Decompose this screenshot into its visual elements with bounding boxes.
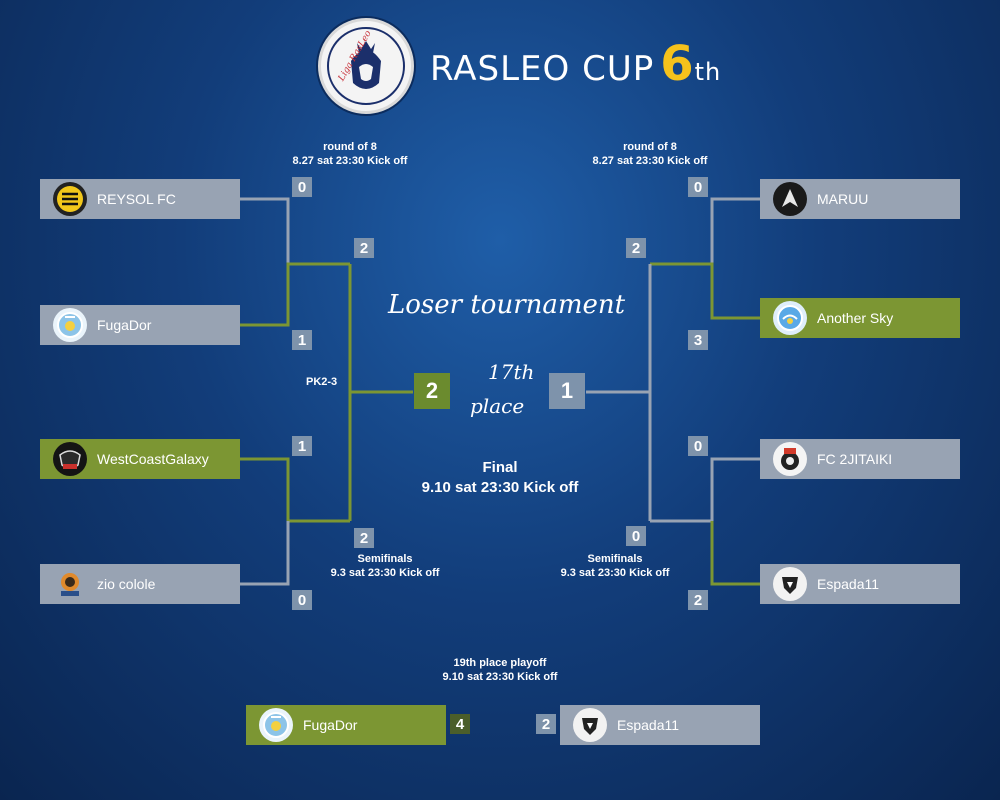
score-westcoastgalaxy: 1 [292, 436, 312, 456]
bracket-line [240, 262, 350, 327]
zio-colole-crest-icon [53, 567, 87, 601]
playoff-score-home: 4 [450, 714, 470, 734]
right-semi-score-top: 2 [626, 238, 646, 258]
team-name: zio colole [97, 576, 156, 592]
team-name: Another Sky [817, 310, 894, 326]
right-final-score: 1 [549, 373, 585, 409]
team-card-espada11[interactable]: Espada11 [760, 564, 960, 604]
team-card-fc-2jitaiki[interactable]: FC 2JITAIKI [760, 439, 960, 479]
score-fc-2jitaiki: 0 [688, 436, 708, 456]
reysol-crest-icon [53, 182, 87, 216]
team-name: FugaDor [303, 717, 358, 733]
team-name: REYSOL FC [97, 191, 176, 207]
fc-2jitaiki-crest-icon [773, 442, 807, 476]
fugador-crest-icon [259, 708, 293, 742]
bracket-line [240, 521, 290, 586]
playoff-team-card-fugador[interactable]: FugaDor [246, 705, 446, 745]
edition-suffix: th [694, 58, 722, 86]
loser-tournament-title: Loser tournament [388, 290, 626, 320]
bracket-line [650, 457, 760, 523]
bracket-line [650, 262, 760, 320]
right-semi-score-bottom: 0 [626, 526, 646, 546]
place-label: 17th place [470, 360, 535, 418]
team-card-zio-colole[interactable]: zio colole [40, 564, 240, 604]
pk-note: PK2-3 [306, 376, 338, 388]
bracket-line [240, 197, 290, 264]
maruu-crest-icon [773, 182, 807, 216]
espada11-crest-icon [773, 567, 807, 601]
team-name: Espada11 [617, 717, 680, 733]
team-card-westcoastgalaxy[interactable]: WestCoastGalaxy [40, 439, 240, 479]
score-reysol-fc: 0 [292, 177, 312, 197]
score-maruu: 0 [688, 177, 708, 197]
left-semi-score-top: 2 [354, 238, 374, 258]
playoff-team-card-espada11[interactable]: Espada11 [560, 705, 760, 745]
bracket-line [240, 457, 350, 523]
team-card-another-sky[interactable]: Another Sky [760, 298, 960, 338]
playoff-score-away: 2 [536, 714, 556, 734]
league-logo: Liga RasLeo [318, 18, 414, 114]
team-name: WestCoastGalaxy [97, 451, 209, 467]
edition-number: 6 [660, 36, 695, 92]
cup-name: RASLEO CUP [430, 49, 655, 89]
team-name: Espada11 [817, 576, 880, 592]
team-card-fugador[interactable]: FugaDor [40, 305, 240, 345]
score-zio-colole: 0 [292, 590, 312, 610]
team-card-reysol-fc[interactable]: REYSOL FC [40, 179, 240, 219]
bracket-line [710, 521, 760, 586]
bracket-line [710, 197, 760, 264]
team-name: FugaDor [97, 317, 152, 333]
score-fugador: 1 [292, 330, 312, 350]
lion-logo-icon [327, 27, 405, 105]
fugador-crest-icon [53, 308, 87, 342]
team-name: FC 2JITAIKI [817, 451, 893, 467]
team-name: MARUU [817, 191, 869, 207]
score-espada11: 2 [688, 590, 708, 610]
left-final-score: 2 [414, 373, 450, 409]
espada11-crest-icon [573, 708, 607, 742]
westcoastgalaxy-crest-icon [53, 442, 87, 476]
left-semi-score-bottom: 2 [354, 528, 374, 548]
another-sky-crest-icon [773, 301, 807, 335]
score-another-sky: 3 [688, 330, 708, 350]
team-card-maruu[interactable]: MARUU [760, 179, 960, 219]
